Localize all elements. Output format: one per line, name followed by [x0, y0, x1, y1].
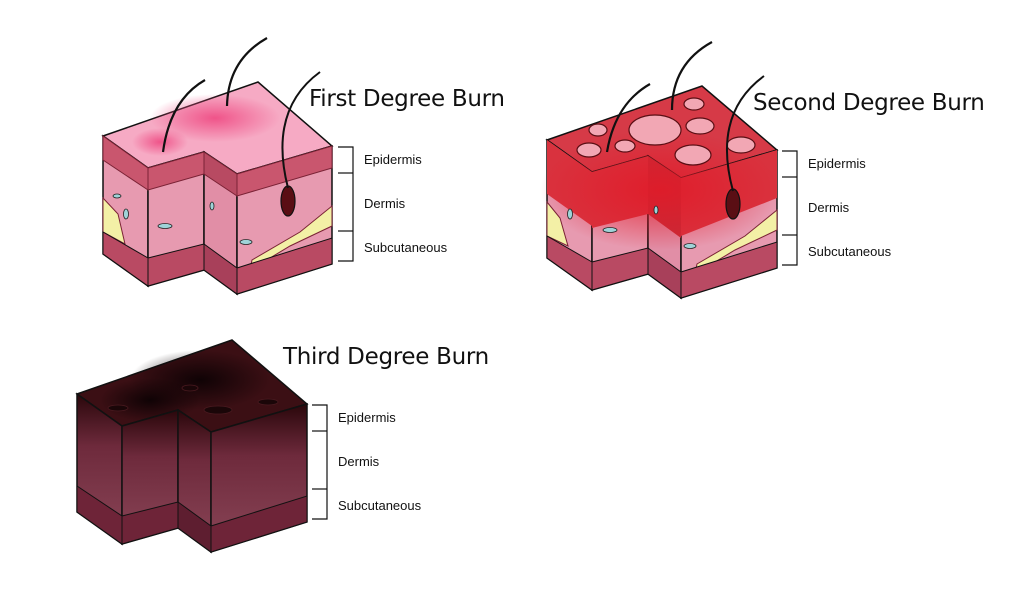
hair [670, 41, 713, 111]
second-degree-title: Second Degree Burn [753, 90, 985, 116]
dermis-label: Dermis [338, 454, 380, 469]
second-degree-skin-block [540, 41, 798, 300]
epidermis-label: Epidermis [808, 156, 866, 171]
third-degree-title: Third Degree Burn [283, 344, 489, 370]
hair [281, 71, 321, 189]
first-degree-title: First Degree Burn [309, 86, 505, 112]
hair [605, 83, 651, 153]
layer-bracket [312, 404, 328, 520]
epidermis-label: Epidermis [364, 152, 422, 167]
first-degree-skin-block [101, 37, 354, 296]
epidermis-label: Epidermis [338, 410, 396, 425]
dermis-label: Dermis [364, 196, 406, 211]
third-degree-skin-block [75, 339, 328, 554]
hair [225, 37, 268, 107]
dermis-label: Dermis [808, 200, 850, 215]
subcutaneous-label: Subcutaneous [338, 498, 422, 513]
layer-bracket [338, 146, 354, 262]
blisters [576, 97, 756, 166]
hair-follicle [725, 188, 741, 220]
hair [161, 79, 206, 153]
burn-redness-area [150, 94, 280, 142]
third-degree-panel: Third Degree Burn Epidermis Dermis Subcu… [0, 300, 512, 600]
layer-bracket [782, 150, 798, 266]
subcutaneous-label: Subcutaneous [364, 240, 448, 255]
first-degree-panel: First Degree Burn Epidermis Dermis Subcu… [0, 0, 512, 300]
hair [726, 75, 765, 192]
subcutaneous-label: Subcutaneous [808, 244, 892, 259]
second-degree-panel: Second Degree Burn Epidermis Dermis Subc… [540, 41, 985, 300]
